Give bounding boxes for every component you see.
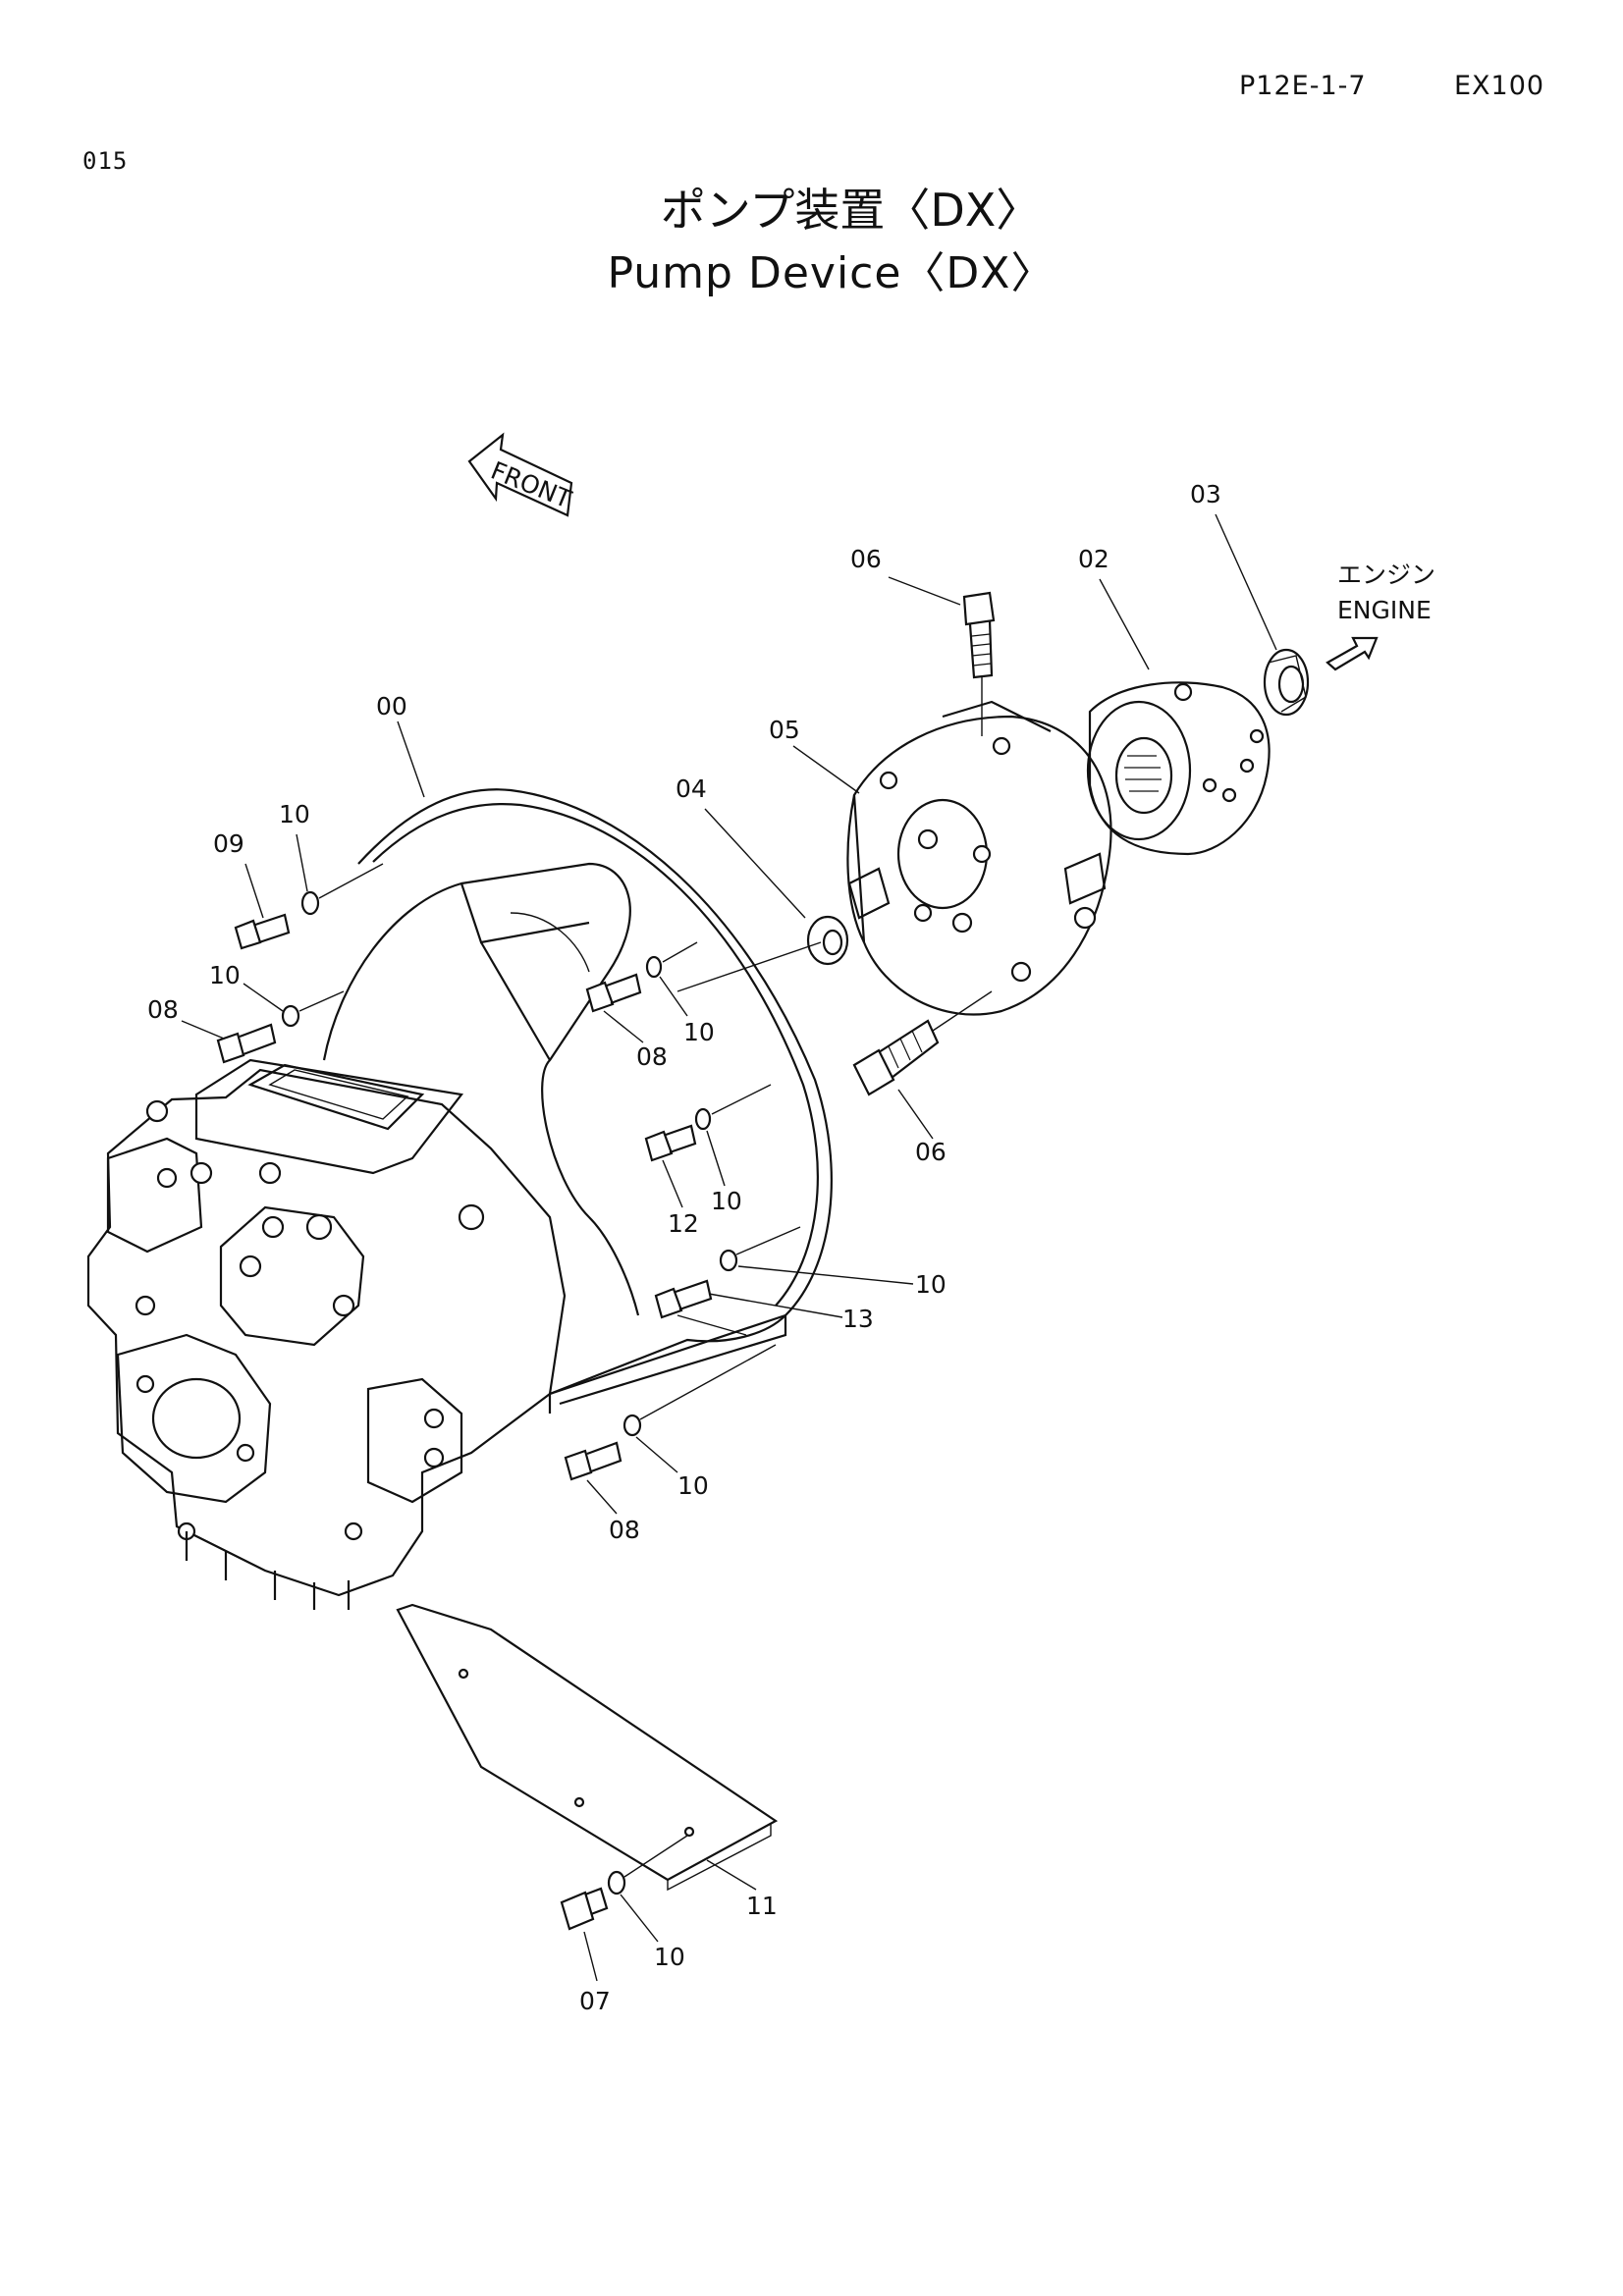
part-label-09: 09 (213, 829, 244, 858)
washer-10-b (281, 990, 345, 1028)
part-label-07: 07 (579, 1987, 611, 2015)
socket-bolt-top (962, 591, 996, 736)
hex-bolt-08-left (216, 1023, 277, 1064)
hex-bolt-12 (644, 1124, 697, 1162)
engine-label-en: ENGINE (1337, 596, 1432, 624)
part-label-11: 11 (746, 1892, 778, 1920)
engine-label-jp: エンジン (1337, 561, 1435, 589)
part-label-10-c: 10 (683, 1018, 715, 1046)
hex-bolt-08-mid (585, 973, 642, 1013)
hex-bolt-13 (654, 1279, 713, 1319)
washer-10-f (622, 1344, 777, 1437)
washer-10-g (607, 1835, 688, 1896)
part-label-10-e: 10 (915, 1270, 947, 1299)
hex-bolt-09 (234, 913, 291, 950)
shaft-seal (676, 915, 849, 992)
washer-10-e (719, 1226, 801, 1272)
cover-plate (396, 1603, 779, 1892)
coupling-hub (846, 700, 1112, 1016)
seal-ring (1263, 648, 1310, 717)
part-label-10-d: 10 (711, 1187, 742, 1215)
part-label-06-bottom: 06 (915, 1138, 947, 1166)
front-arrow-icon: FRONT (467, 432, 576, 517)
title-english: Pump Device〈DX〉 (607, 248, 1055, 298)
part-label-08-low: 08 (609, 1516, 640, 1544)
plug-07 (560, 1887, 609, 1931)
washer-10-d (694, 1084, 772, 1131)
part-label-04: 04 (676, 774, 707, 803)
part-label-05: 05 (769, 716, 800, 744)
socket-bolt-bottom (852, 990, 993, 1096)
coupling-sleeve (1086, 681, 1271, 856)
part-label-08-mid: 08 (636, 1042, 668, 1071)
pump-housing (86, 788, 833, 1610)
page-code: P12E-1-7 (1239, 71, 1367, 101)
part-label-10-b: 10 (209, 961, 241, 989)
part-label-06-top: 06 (850, 545, 882, 573)
part-label-10-g: 10 (654, 1943, 685, 1971)
title-japanese: ポンプ装置〈DX〉 (660, 184, 1042, 237)
washer-10-c (645, 941, 698, 979)
part-label-08-left: 08 (147, 995, 179, 1024)
page-number: 015 (82, 147, 129, 175)
hex-bolt-08-low (564, 1441, 622, 1481)
part-label-02: 02 (1078, 545, 1109, 573)
model-code: EX100 (1454, 71, 1545, 101)
part-label-03: 03 (1190, 480, 1221, 508)
washer-10-a (300, 863, 384, 916)
part-label-00: 00 (376, 692, 407, 721)
part-label-12: 12 (668, 1209, 699, 1238)
part-label-13: 13 (842, 1305, 874, 1333)
part-label-10-f: 10 (677, 1471, 709, 1500)
engine-arrow-icon (1325, 636, 1379, 671)
part-label-10-a: 10 (279, 800, 310, 828)
